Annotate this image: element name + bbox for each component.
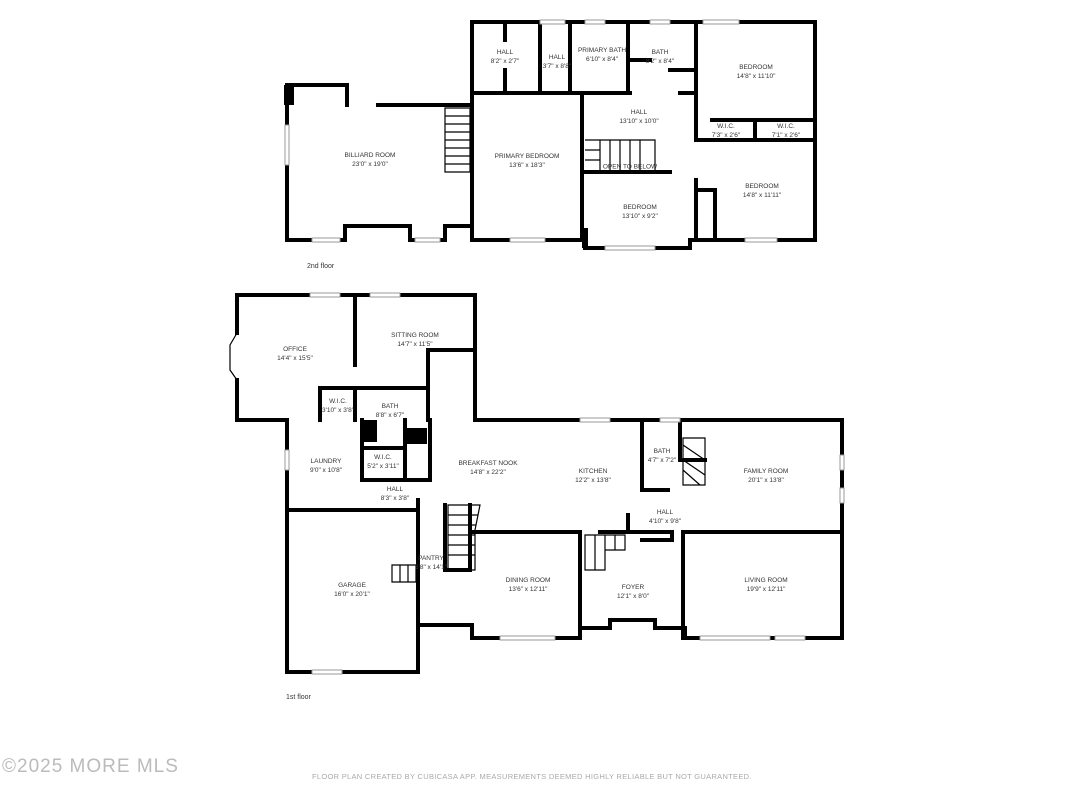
floor-label: 2nd floor bbox=[307, 263, 335, 270]
disclaimer-footer: FLOOR PLAN CREATED BY CUBICASA APP. MEAS… bbox=[312, 772, 752, 781]
room-label: OPEN TO BELOW bbox=[602, 163, 658, 171]
windows bbox=[284, 19, 845, 675]
watermark-logo: ©2025 MORE MLS bbox=[2, 756, 179, 777]
room-label: W.I.C.3'10" x 3'8" bbox=[321, 398, 355, 414]
room-label: W.I.C.7'3" x 2'6" bbox=[711, 123, 741, 139]
floor-label: 1st floor bbox=[286, 694, 311, 701]
room-label: W.I.C.7'1" x 2'6" bbox=[771, 123, 801, 139]
room-label: W.I.C.5'2" x 3'11" bbox=[367, 454, 399, 470]
